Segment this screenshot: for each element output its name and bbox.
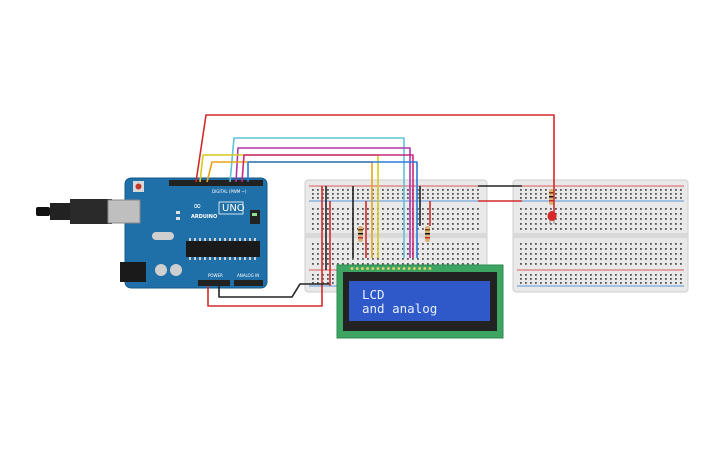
breadboard-secondary-holes <box>520 189 682 284</box>
power-header <box>198 280 230 286</box>
svg-text:∞: ∞ <box>193 201 201 212</box>
breadboard-secondary[interactable] <box>512 179 689 293</box>
crystal <box>152 232 174 240</box>
resistor[interactable] <box>425 226 430 242</box>
uno-label: UNO <box>222 203 245 214</box>
lcd-module[interactable]: LCD and analog <box>336 264 504 339</box>
power-jack <box>120 262 146 282</box>
digital-header <box>169 180 263 186</box>
capacitor <box>170 264 182 276</box>
arduino-uno-board[interactable]: DIGITAL (PWM ~) ARDUINO UNO ∞ POWER ANAL… <box>36 177 268 289</box>
wire-blue[interactable] <box>247 161 418 258</box>
lcd-screen <box>349 281 490 321</box>
wire-magenta[interactable] <box>241 154 414 258</box>
wire-purple[interactable] <box>235 147 411 258</box>
digital-header-label: DIGITAL (PWM ~) <box>212 189 247 194</box>
wire-red-power[interactable] <box>207 186 323 307</box>
chip-pins <box>189 238 256 260</box>
analog-header-label: ANALOG IN <box>237 273 259 278</box>
atmega-chip <box>186 241 260 257</box>
wire-red-top[interactable] <box>195 114 555 212</box>
capacitor <box>155 264 167 276</box>
analog-header <box>234 280 263 286</box>
red-led[interactable] <box>547 211 557 224</box>
lcd-line-2: and analog <box>362 301 437 316</box>
lcd-line-1: LCD <box>362 287 385 302</box>
arduino-logo: ARDUINO <box>191 214 217 220</box>
breadboard-main-holes <box>312 189 479 284</box>
power-header-label: POWER <box>208 273 223 278</box>
usb-cable <box>36 199 141 224</box>
wire-cyan[interactable] <box>229 137 405 258</box>
resistor[interactable] <box>549 189 554 205</box>
wire-black-gnd[interactable] <box>218 283 330 298</box>
lcd-pins <box>350 267 432 270</box>
wires <box>195 114 555 307</box>
resistor[interactable] <box>358 226 363 242</box>
